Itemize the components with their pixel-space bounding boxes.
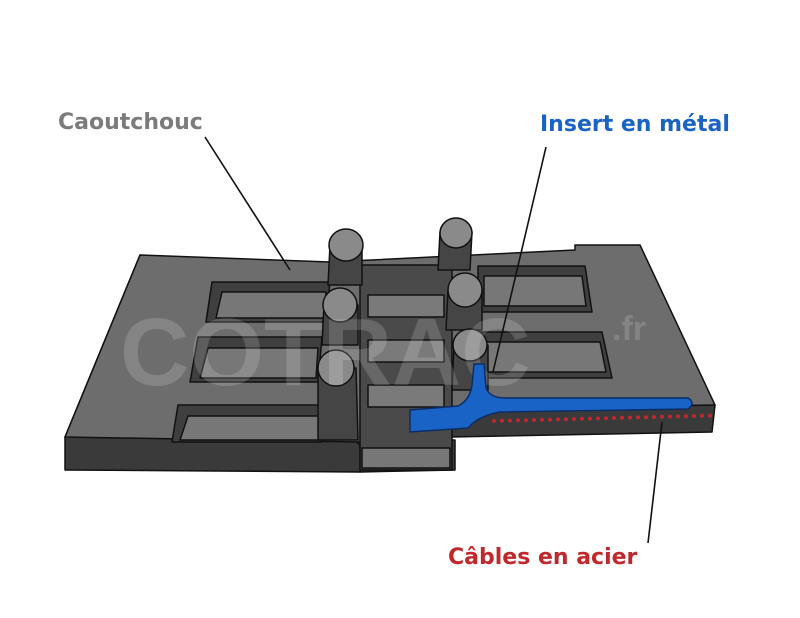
steel-cable-dot xyxy=(500,418,504,423)
steel-cable-dot xyxy=(620,415,624,420)
steel-cable-dot xyxy=(516,418,520,423)
steel-cable-dot xyxy=(596,416,600,421)
steel-cable-dot xyxy=(612,416,616,420)
steel-cable-dot xyxy=(524,418,528,423)
steel-cable-dot xyxy=(652,415,656,419)
steel-cable-dot xyxy=(564,417,568,422)
leader-line-steel-cables xyxy=(647,421,663,544)
steel-cable-dot xyxy=(628,415,632,420)
watermark: COTRAC xyxy=(120,299,531,406)
steel-cable-dot xyxy=(700,413,704,418)
steel-cable-dot xyxy=(668,414,672,419)
guide-horns xyxy=(317,217,489,441)
label-steel-cables: Câbles en acier xyxy=(448,545,638,570)
steel-cable-dot xyxy=(692,414,696,418)
steel-cable-dot xyxy=(540,417,544,422)
watermark-suffix: .fr xyxy=(612,310,646,348)
leader-line-metal-insert xyxy=(492,146,547,373)
steel-cable-dot xyxy=(556,417,560,422)
steel-cable-dot xyxy=(676,414,680,419)
steel-cable-dot xyxy=(492,419,496,423)
steel-cables xyxy=(492,413,712,423)
steel-cable-dot xyxy=(684,414,688,419)
steel-cable-dot xyxy=(508,418,512,423)
steel-cable-dot xyxy=(708,413,712,418)
label-rubber: Caoutchouc xyxy=(58,110,203,135)
label-metal-insert: Insert en métal xyxy=(540,112,730,137)
metal-insert xyxy=(409,363,693,433)
steel-cable-dot xyxy=(604,416,608,421)
steel-cable-dot xyxy=(548,417,552,422)
center-guide xyxy=(359,264,453,471)
steel-cable-dot xyxy=(636,415,640,420)
steel-cable-dot xyxy=(580,416,584,421)
steel-cable-dot xyxy=(532,418,536,422)
steel-cable-dot xyxy=(572,417,576,421)
steel-cable-dot xyxy=(644,415,648,420)
steel-cable-dot xyxy=(588,416,592,421)
steel-cable-dot xyxy=(660,414,664,419)
pockets xyxy=(171,265,613,443)
leader-line-rubber xyxy=(204,136,291,271)
